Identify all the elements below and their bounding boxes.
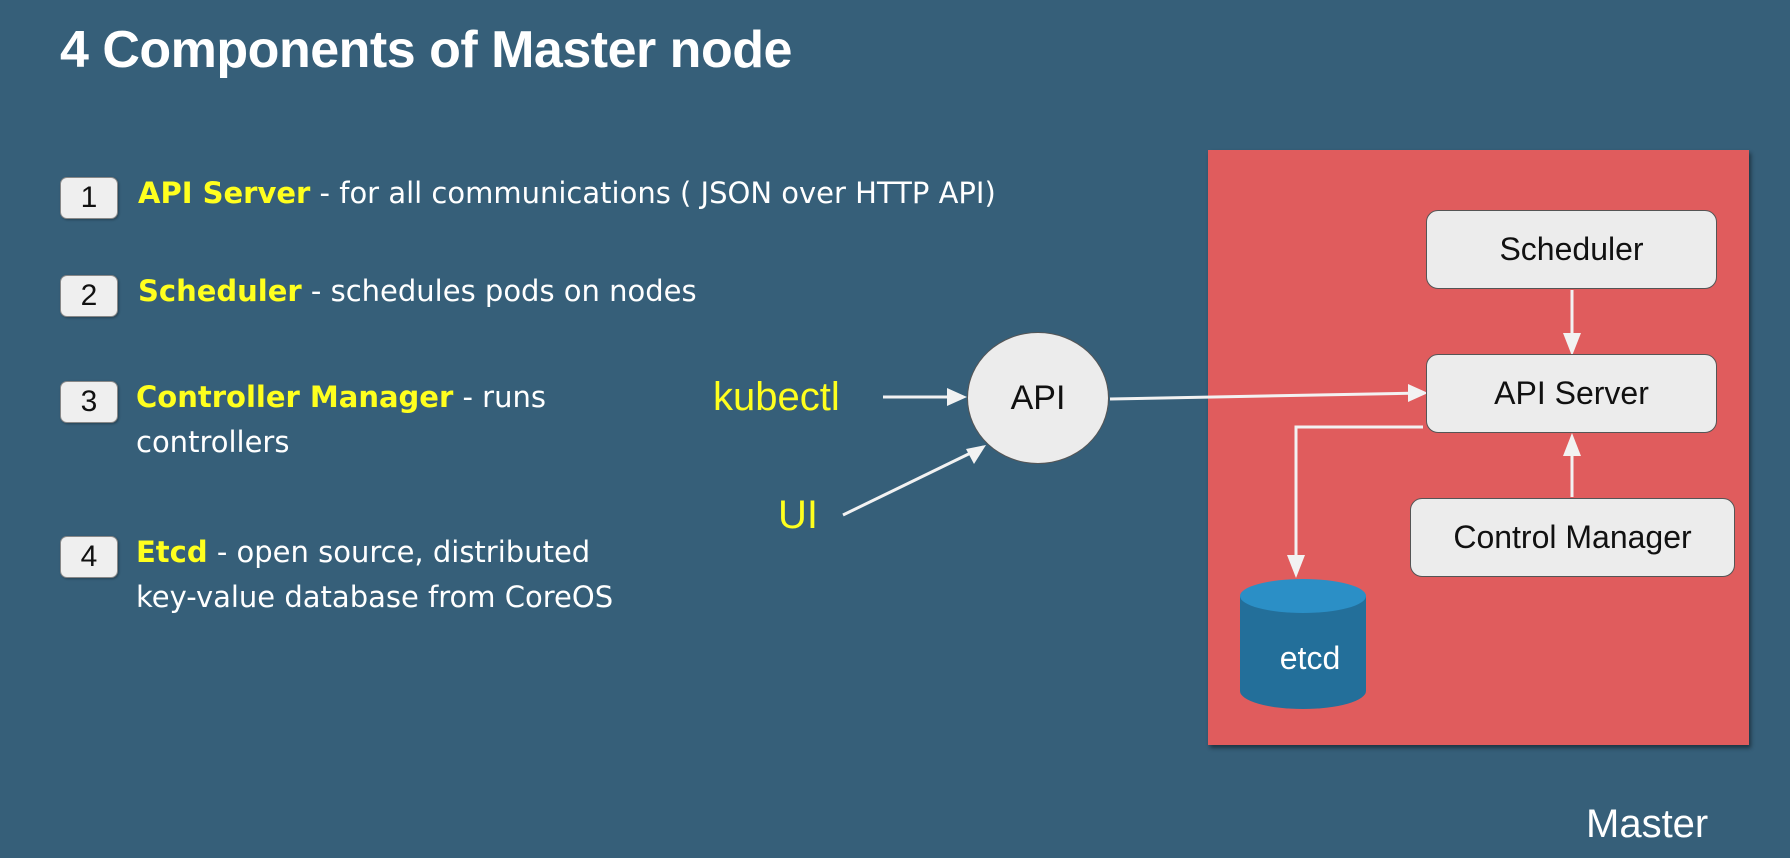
component-name: Etcd: [136, 535, 208, 569]
control-manager-node: Control Manager: [1410, 498, 1735, 577]
arrow-ui-to-api: [842, 445, 984, 517]
number-badge: 1: [60, 177, 118, 219]
arrowhead-etcd: [1287, 555, 1305, 578]
component-description: - for all communications ( JSON over HTT…: [310, 176, 996, 210]
slide-title: 4 Components of Master node: [60, 21, 792, 79]
etcd-label: etcd: [1279, 640, 1341, 676]
component-name: Scheduler: [138, 274, 302, 308]
component-description-cont: controllers: [136, 425, 290, 459]
number-badge: 4: [60, 536, 118, 578]
master-label: Master: [1586, 802, 1709, 846]
api-server-node: API Server: [1426, 354, 1717, 433]
component-description: - runs: [453, 380, 546, 414]
ui-label: UI: [778, 493, 818, 537]
api-node: API: [967, 332, 1109, 464]
component-name: API Server: [138, 176, 311, 210]
number-badge: 3: [60, 381, 118, 423]
arrowhead-scheduler: [1563, 333, 1581, 356]
arrowhead-kubectl: [947, 388, 967, 406]
etcd-cylinder-body: [1240, 596, 1366, 709]
arrowhead-api-server-left: [1408, 384, 1428, 402]
component-description: - open source, distributed: [207, 535, 591, 569]
arrow-api-server-to-etcd: [1294, 425, 1423, 565]
arrow-api-to-api-server: [1109, 391, 1424, 401]
arrowhead-ui: [966, 445, 986, 464]
arrowhead-control-manager: [1563, 433, 1581, 456]
component-description-cont: key-value database from CoreOS: [136, 580, 614, 614]
component-name: Controller Manager: [136, 380, 454, 414]
number-badge: 2: [60, 275, 118, 317]
component-description: - schedules pods on nodes: [301, 274, 697, 308]
etcd-cylinder-top: [1240, 579, 1366, 613]
kubectl-label: kubectl: [713, 375, 840, 419]
scheduler-node: Scheduler: [1426, 210, 1717, 289]
